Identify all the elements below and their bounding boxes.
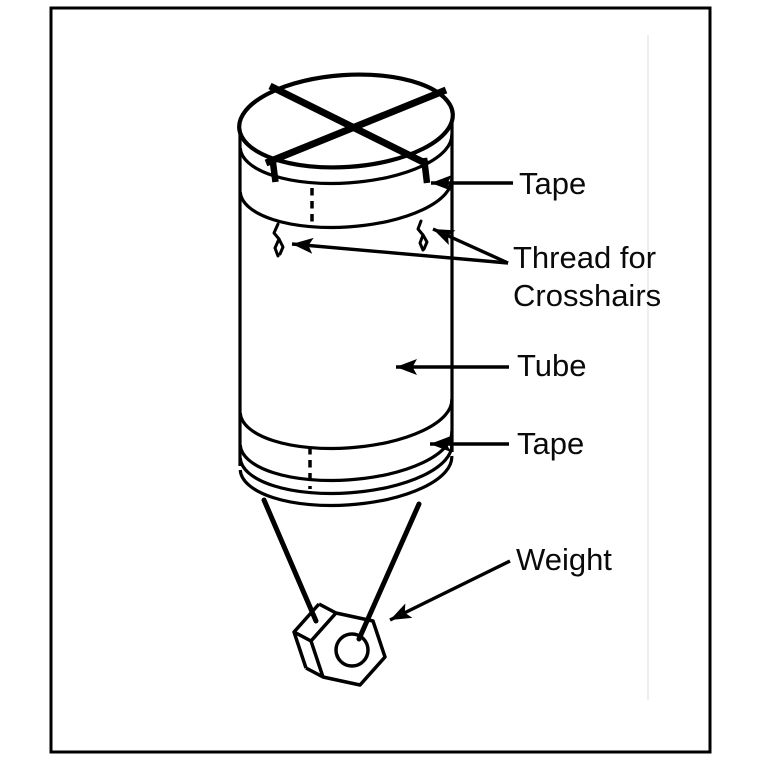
weight-strings: [261, 497, 422, 642]
tube-bottom-lip-upper: [238, 443, 454, 496]
nut-connector-1: [305, 666, 324, 679]
label-weight: Weight: [516, 542, 612, 577]
nut-connector-2: [293, 630, 312, 643]
thread-frayed-end-right-strand: [421, 233, 429, 251]
arrow-weight: [389, 559, 511, 622]
tape-band-top-lower-edge: [238, 177, 454, 230]
thread-frayed-end-left-strand: [277, 237, 285, 256]
tube-top-lip-arc: [238, 133, 454, 186]
label-tape-top: Tape: [519, 166, 586, 201]
nut-hole-inner-edge: [335, 653, 347, 667]
label-thread-line1: Thread for: [513, 240, 656, 275]
crosshair-x: [264, 82, 448, 184]
nut-hole: [334, 632, 370, 668]
arrow-thread-left: [291, 237, 509, 265]
labels: Tape Thread for Crosshairs Tube Tape Wei…: [513, 166, 661, 577]
tape-band-bottom-upper-edge: [238, 398, 454, 451]
callout-arrows: [291, 175, 513, 622]
string-right: [356, 501, 422, 642]
string-left: [261, 497, 319, 624]
crosshair-thread-drop-left: [269, 158, 279, 183]
weight-nut: [292, 602, 387, 687]
arrow-thread-right: [432, 227, 509, 265]
crosshair-thread-2: [268, 82, 429, 168]
label-tube: Tube: [517, 348, 587, 383]
tube-bottom-lip-lower: [238, 455, 454, 508]
thread-frayed-ends: [272, 219, 429, 258]
label-tape-bottom: Tape: [517, 426, 584, 461]
nut-connector-3: [318, 602, 337, 615]
crosshair-thread-drop-right: [420, 157, 431, 184]
label-thread-line2: Crosshairs: [513, 278, 661, 313]
